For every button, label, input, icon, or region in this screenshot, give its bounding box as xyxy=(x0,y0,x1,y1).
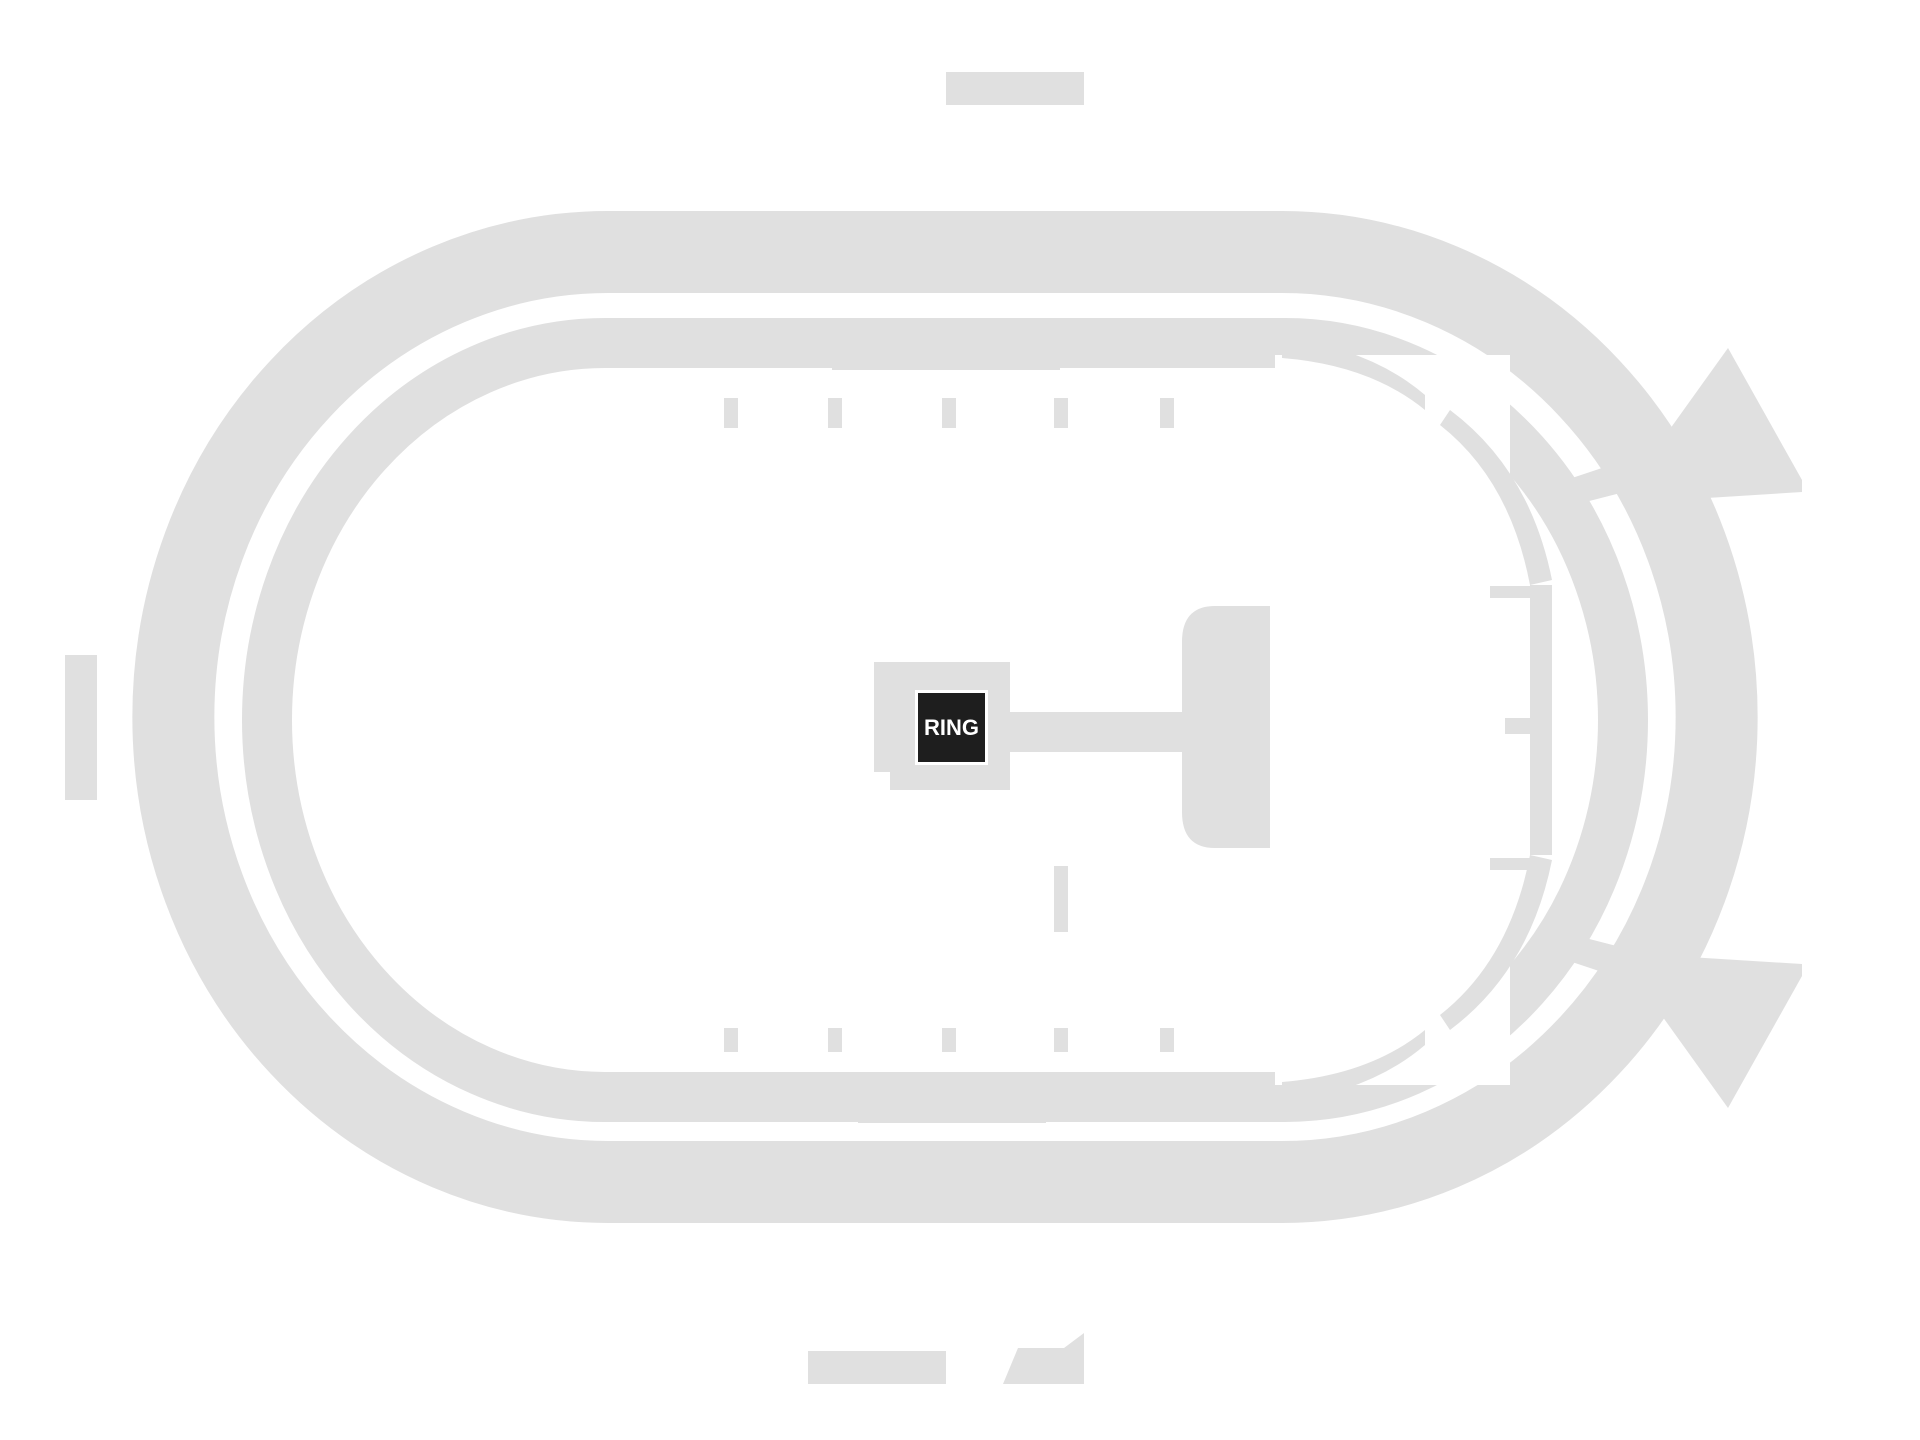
ring-walkway[interactable] xyxy=(1005,712,1185,752)
section-bottom-center[interactable] xyxy=(858,1083,1046,1123)
section-bottom-outer-right[interactable] xyxy=(1003,1333,1084,1384)
right-tick-mid xyxy=(1505,718,1550,734)
section-top-outer[interactable] xyxy=(946,72,1084,105)
floor-marker-top-4[interactable] xyxy=(1054,398,1068,428)
floor-marker-center[interactable] xyxy=(1054,866,1068,932)
section-right-upper-wedge[interactable] xyxy=(1560,458,1640,508)
inner-ring-right-upper[interactable] xyxy=(1282,338,1425,410)
floor-marker-bottom-1[interactable] xyxy=(724,1028,738,1052)
floor-marker-top-2[interactable] xyxy=(828,398,842,428)
floor-marker-top-5[interactable] xyxy=(1160,398,1174,428)
section-top-center[interactable] xyxy=(832,330,1060,370)
right-tick-upper xyxy=(1490,586,1530,598)
floor-marker-bottom-4[interactable] xyxy=(1054,1028,1068,1052)
ring[interactable]: RING xyxy=(915,690,988,765)
floor-marker-bottom-2[interactable] xyxy=(828,1028,842,1052)
ring-label: RING xyxy=(924,715,979,740)
section-right-lower-wedge[interactable] xyxy=(1560,932,1640,982)
floor-marker-top-1[interactable] xyxy=(724,398,738,428)
floor-marker-bottom-3[interactable] xyxy=(942,1028,956,1052)
section-right-upper-triangle[interactable] xyxy=(1642,348,1802,502)
floor-marker-top-3[interactable] xyxy=(942,398,956,428)
section-right-lower-triangle[interactable] xyxy=(1642,954,1802,1108)
right-tick-lower xyxy=(1490,858,1530,870)
ring-canvas xyxy=(918,693,985,762)
inner-ring-gap xyxy=(1275,355,1510,1085)
stage-block[interactable] xyxy=(1182,606,1270,848)
inner-ring-right-arc-upper[interactable] xyxy=(1440,410,1552,585)
section-bottom-outer-left[interactable] xyxy=(808,1351,946,1384)
inner-ring-right-arc-lower[interactable] xyxy=(1440,855,1552,1030)
floor-marker-bottom-5[interactable] xyxy=(1160,1028,1174,1052)
section-left-outer[interactable] xyxy=(65,655,97,800)
inner-ring-right-lower[interactable] xyxy=(1282,1030,1425,1102)
